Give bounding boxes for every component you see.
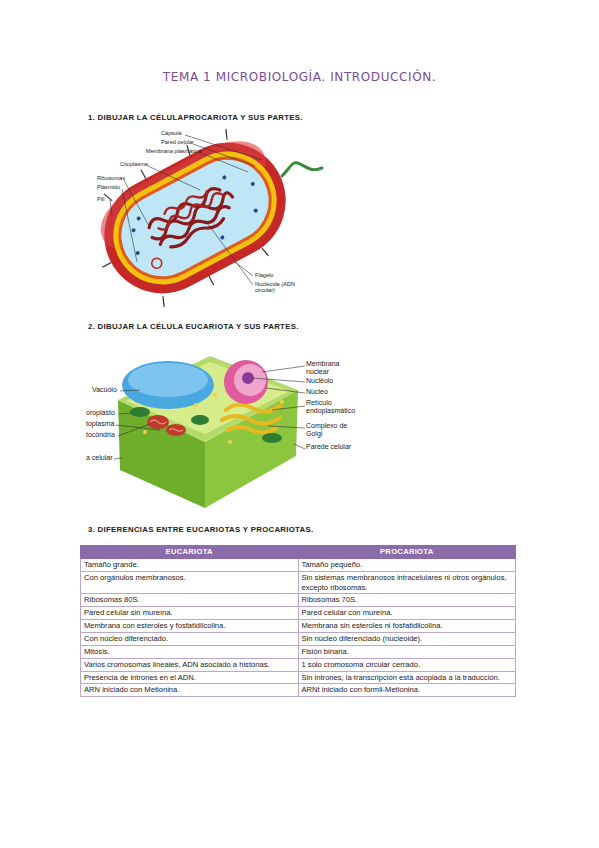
comparison-table: EUCARIOTAPROCARIOTATamaño grande.Tamaño … <box>80 545 516 697</box>
part-label: Nucleoide (ADN circular) <box>255 281 303 294</box>
table-cell: Membrana sin esteroles ni fosfatidilcoli… <box>298 620 516 633</box>
table-cell: Ribosomas 70S. <box>298 594 516 607</box>
table-cell: ARN iniciado con Metionina. <box>81 684 299 697</box>
table-cell: 1 solo cromosoma circular cerrado. <box>298 658 516 671</box>
part-label: Citoplasma <box>120 161 180 167</box>
part-label: Pili <box>97 196 117 202</box>
part-label: Ribosomas <box>97 175 137 181</box>
part-label: Retículo endoplasmático <box>306 399 370 415</box>
table-row: Varios cromosomas lineales, ADN asociado… <box>81 658 516 671</box>
table-cell: Presencia de intrones en el ADN. <box>81 671 299 684</box>
part-label: tocóndria <box>86 431 126 439</box>
part-label: a celular <box>86 454 126 462</box>
page-title: TEMA 1 MICROBIOLOGÍA. INTRODUCCIÓN. <box>0 70 599 84</box>
table-cell: Sin sistemas membranosos intracelulares … <box>298 571 516 594</box>
table-row: ARN iniciado con Metionina.ARNt iniciado… <box>81 684 516 697</box>
table-cell: Pared celular sin mureína. <box>81 607 299 620</box>
table-row: EUCARIOTAPROCARIOTA <box>81 546 516 559</box>
table-row: Pared celular sin mureína.Pared celular … <box>81 607 516 620</box>
table-cell: Sin núcleo diferenciado (nucleoide). <box>298 633 516 646</box>
table-row: Tamaño grande.Tamaño pequeño. <box>81 558 516 571</box>
part-label: Complexo de Golgi <box>306 422 360 438</box>
part-label: Plásmido <box>97 184 137 190</box>
table-row: Membrana con esteroles y fosfatidilcolin… <box>81 620 516 633</box>
part-label: Flagelo <box>255 272 305 278</box>
table-cell: Con núcleo diferenciado. <box>81 633 299 646</box>
table-cell: Pared celular con mureína. <box>298 607 516 620</box>
section-heading: 1. DIBUJAR LA CÉLULAPROCARIOTA Y SUS PAR… <box>88 114 508 123</box>
part-label: Cápsula <box>161 130 221 136</box>
table-cell: Membrana con esteroles y fosfatidilcolin… <box>81 620 299 633</box>
table-header-cell: PROCARIOTA <box>298 546 516 559</box>
part-label: Núcleo <box>306 388 358 396</box>
prokaryote-cell <box>70 113 322 327</box>
table-row: Con orgánulos membranosos.Sin sistemas m… <box>81 571 516 594</box>
part-label: Membrana nuclear <box>306 360 358 376</box>
part-label: Membrana plasmática <box>146 148 216 154</box>
table-row: Ribosomas 80S.Ribosomas 70S. <box>81 594 516 607</box>
table-row: Mitosis.Fisión binaria. <box>81 645 516 658</box>
table-row: Presencia de intrones en el ADN.Sin intr… <box>81 671 516 684</box>
table-cell: Varios cromosomas lineales, ADN asociado… <box>81 658 299 671</box>
table-header-cell: EUCARIOTA <box>81 546 299 559</box>
table-cell: ARNt iniciado con formil-Metionina. <box>298 684 516 697</box>
part-label: Vacúolo <box>92 386 132 394</box>
part-label: Parede celular <box>306 443 360 451</box>
part-label: oroplasto <box>86 409 126 417</box>
table-cell: Tamaño pequeño. <box>298 558 516 571</box>
table-cell: Con orgánulos membranosos. <box>81 571 299 594</box>
table-row: Con núcleo diferenciado.Sin núcleo difer… <box>81 633 516 646</box>
eukaryote-cell <box>114 356 305 508</box>
table-cell: Sin intrones, la transcripción está acop… <box>298 671 516 684</box>
part-label: Nucléolo <box>306 377 358 385</box>
part-label: Pared celular <box>161 139 221 145</box>
table-cell: Fisión binaria. <box>298 645 516 658</box>
table-cell: Ribosomas 80S. <box>81 594 299 607</box>
section-heading: 2. DIBUJAR LA CÉLULA EUCARIOTA Y SUS PAR… <box>88 323 508 332</box>
section-heading: 3. DIFERENCIAS ENTRE EUCARIOTAS Y PROCAR… <box>88 526 508 535</box>
table-cell: Mitosis. <box>81 645 299 658</box>
part-label: toplasma <box>86 420 126 428</box>
table-cell: Tamaño grande. <box>81 558 299 571</box>
